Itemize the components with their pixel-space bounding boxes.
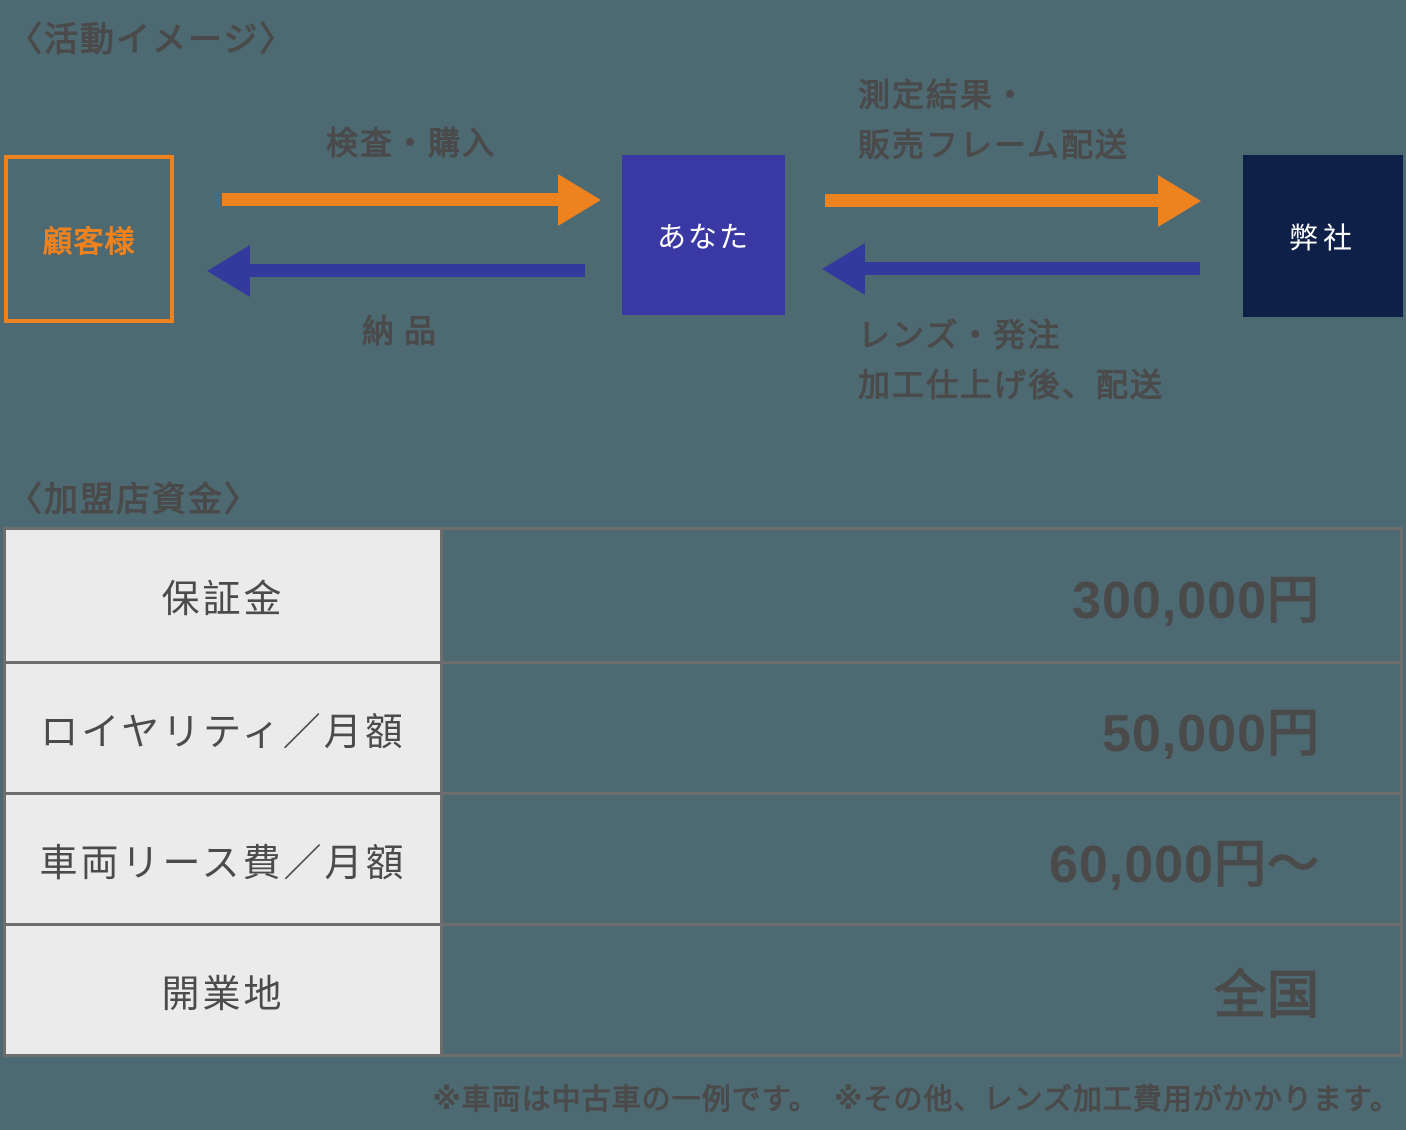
customer-label: 顧客様 [42,226,136,259]
table-label-royalty: ロイヤリティ／月額 [6,661,440,792]
company-label: 弊社 [1288,223,1357,255]
inspection-purchase-label: 検査・購入 [325,125,496,161]
table-label-vehicle-lease: 車両リース費／月額 [6,792,440,923]
activity-section-title: 〈活動イメージ〉 [8,21,296,59]
table-value-vehicle-lease: 60,000円〜 [440,792,1400,923]
customer-node: 顧客様 [4,155,174,323]
lens-order-label-line1: レンズ・発注 [858,317,1062,353]
lens-order-arrow-shaft [864,262,1200,275]
delivery-arrow-head-icon [207,245,250,297]
measurement-result-label-line2: 販売フレーム配送 [858,127,1130,163]
measurement-arrow-shaft [825,194,1160,207]
delivery-arrow-shaft [249,264,585,277]
you-label: あなた [656,222,750,254]
inspection-arrow-head-icon [558,174,601,226]
measurement-arrow-head-icon [1158,175,1201,227]
you-node: あなた [622,155,785,315]
table-value-royalty: 50,000円 [440,661,1400,792]
company-node: 弊社 [1243,155,1403,317]
lens-order-label-line2: 加工仕上げ後、配送 [858,367,1165,403]
table-value-opening-area: 全国 [440,923,1400,1054]
table-value-deposit: 300,000円 [440,530,1400,661]
delivery-label: 納品 [361,313,446,349]
funding-section-title: 〈加盟店資金〉 [8,481,260,519]
table-label-opening-area: 開業地 [6,923,440,1054]
measurement-result-label-line1: 測定結果・ [858,77,1029,113]
funding-table: 保証金 300,000円 ロイヤリティ／月額 50,000円 車両リース費／月額… [3,527,1403,1057]
lens-order-arrow-head-icon [822,243,865,295]
inspection-arrow-shaft [222,193,560,206]
table-label-deposit: 保証金 [6,530,440,661]
footnote: ※車両は中古車の一例です。 ※その他、レンズ加工費用がかかります。 [432,1084,1400,1116]
